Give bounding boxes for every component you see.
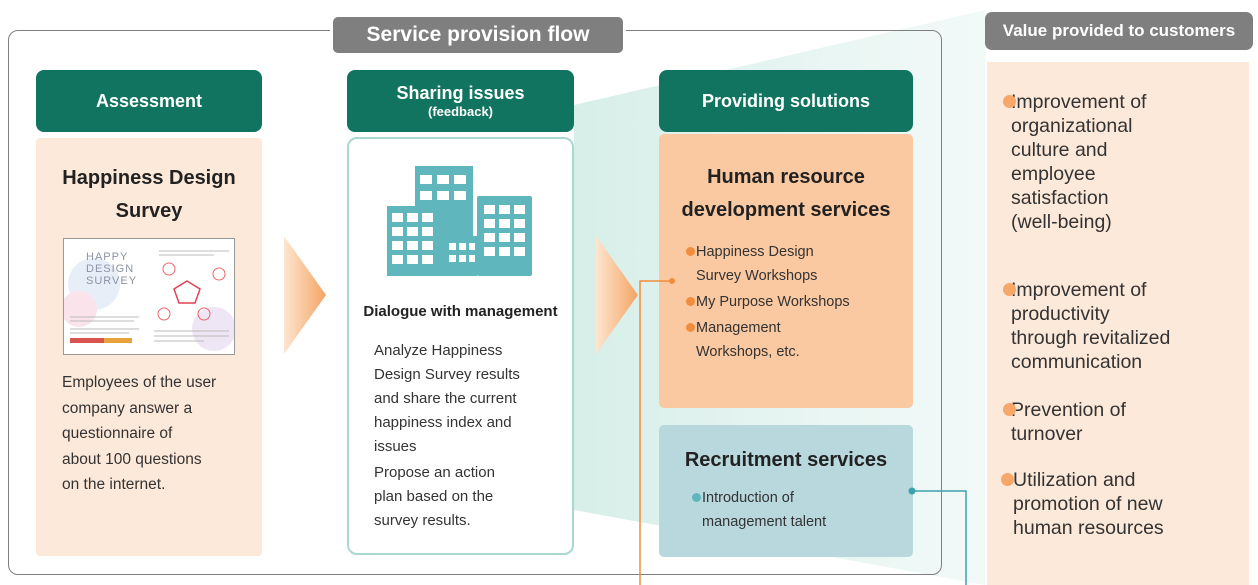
share-line: issues: [374, 438, 417, 455]
desc-line: Employees of the user: [62, 374, 217, 391]
value-line: (well-being): [1011, 211, 1112, 233]
value-panel: Improvement of organizational culture an…: [987, 62, 1249, 585]
bullet-dot: [686, 247, 695, 256]
recruitment-list: Introduction of management talent: [692, 486, 826, 534]
survey-document-image: HAPPY DESIGN SURVEY: [63, 238, 235, 355]
value-line: productivity: [1011, 303, 1110, 325]
survey-title-line-1: Happiness Design: [62, 167, 236, 189]
assessment-description: Employees of the user company answer a q…: [62, 370, 216, 498]
solutions-header: Providing solutions: [659, 70, 913, 132]
share-line: Propose an action: [374, 464, 495, 481]
hr-services-title: Human resource development services: [659, 161, 913, 227]
hr-title-line: development services: [681, 199, 891, 221]
value-line: Improvement of: [1011, 91, 1147, 113]
share-line: plan based on the: [374, 488, 494, 505]
value-item: Prevention of turnover: [1003, 398, 1231, 446]
list-item: Management Workshops, etc.: [686, 316, 850, 364]
sharing-text-analyze: Analyze Happiness Design Survey results …: [374, 339, 520, 459]
value-line: employee: [1011, 163, 1096, 185]
value-item: Improvement of organizational culture an…: [1003, 90, 1231, 234]
value-line: Improvement of: [1011, 279, 1147, 301]
arrow-right-icon: [596, 236, 638, 354]
list-item: Happiness Design Survey Workshops: [686, 240, 850, 288]
assessment-header-label: Assessment: [95, 90, 203, 111]
sharing-panel: Dialogue with management Analyze Happine…: [347, 137, 574, 555]
cover-text-line: DESIGN: [86, 263, 135, 275]
hr-services-panel: Human resource development services Happ…: [659, 134, 913, 408]
survey-document-graphic: [64, 239, 234, 354]
solutions-header-label: Providing solutions: [701, 90, 870, 111]
value-section-title: Value provided to customers: [985, 12, 1253, 50]
list-item: My Purpose Workshops: [686, 290, 850, 314]
share-line: Analyze Happiness: [374, 342, 503, 359]
share-line: and share the current: [374, 390, 517, 407]
survey-title: Happiness Design Survey: [36, 162, 262, 228]
hr-services-list: Happiness Design Survey Workshops My Pur…: [686, 240, 850, 364]
value-line: satisfaction: [1011, 187, 1109, 209]
value-line: Prevention of: [1011, 399, 1126, 421]
share-line: Design Survey results: [374, 366, 520, 383]
assessment-header: Assessment: [36, 70, 262, 132]
sharing-header-sub: (feedback): [427, 104, 494, 119]
list-item: Introduction of management talent: [692, 486, 826, 534]
assessment-panel: Happiness Design Survey HAPPY DESIGN: [36, 138, 262, 556]
share-line: happiness index and: [374, 414, 512, 431]
desc-line: about 100 questions: [62, 450, 202, 468]
sharing-text-propose: Propose an action plan based on the surv…: [374, 461, 495, 533]
service-flow-title: Service provision flow: [330, 14, 626, 56]
bullet-dot: [1003, 283, 1016, 296]
value-line: organizational: [1011, 115, 1133, 137]
value-line: turnover: [1011, 423, 1083, 445]
cover-text-line: SURVEY: [86, 275, 138, 287]
value-line: human resources: [1013, 517, 1164, 539]
sharing-header: Sharing issues (feedback): [347, 70, 574, 132]
bullet-dot: [1001, 473, 1014, 486]
share-line: survey results.: [374, 512, 471, 529]
item-line: Introduction of: [702, 490, 794, 506]
desc-line: on the internet.: [62, 476, 166, 493]
value-line: culture and: [1011, 139, 1108, 161]
item-line: Happiness Design: [696, 244, 814, 260]
item-line: Workshops, etc.: [696, 344, 800, 360]
item-line: Survey Workshops: [696, 268, 818, 284]
value-line: through revitalized: [1011, 327, 1171, 349]
arrow-right-icon: [284, 236, 326, 354]
value-line: communication: [1011, 351, 1143, 373]
bullet-dot: [1003, 95, 1016, 108]
bullet-dot: [692, 493, 701, 502]
recruitment-services-panel: Recruitment services Introduction of man…: [659, 425, 913, 557]
survey-title-line-2: Survey: [115, 200, 183, 222]
value-line: promotion of new: [1013, 493, 1163, 515]
item-line: management talent: [702, 514, 827, 530]
bullet-dot: [686, 323, 695, 332]
cover-text-line: HAPPY: [86, 251, 129, 263]
desc-line: company answer a: [62, 399, 193, 417]
value-line: Utilization and: [1013, 469, 1136, 491]
item-line: Management: [696, 320, 781, 336]
bullet-dot: [686, 297, 695, 306]
desc-line: questionnaire of: [62, 425, 173, 442]
sharing-subtitle: Dialogue with management: [363, 303, 558, 320]
sharing-header-label: Sharing issues: [396, 83, 525, 103]
recruitment-title: Recruitment services: [684, 449, 888, 471]
bullet-dot: [1003, 403, 1016, 416]
item-line: My Purpose Workshops: [696, 294, 850, 310]
survey-cover-text: HAPPY DESIGN SURVEY: [86, 251, 137, 287]
value-item: Utilization and promotion of new human r…: [1001, 468, 1225, 540]
office-buildings-icon: [387, 166, 532, 276]
hr-title-line: Human resource: [707, 166, 865, 188]
value-item: Improvement of productivity through revi…: [1003, 278, 1231, 374]
